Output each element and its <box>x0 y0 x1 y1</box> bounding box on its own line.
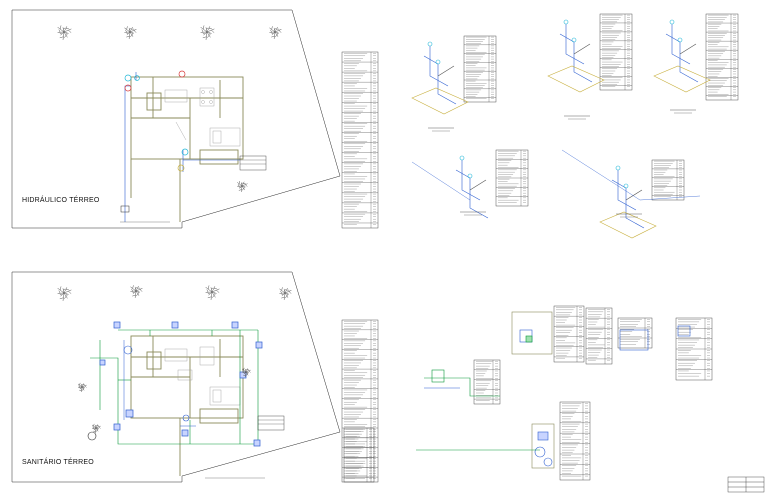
schedule-table <box>464 36 496 102</box>
sanitary-detail <box>586 308 612 364</box>
schedule-table <box>554 306 584 362</box>
title-block <box>728 477 764 492</box>
sanitary-detail <box>474 360 500 404</box>
plan-title-hidraulico: HIDRÁULICO TÉRREO <box>22 197 100 204</box>
schedule-table <box>618 318 652 348</box>
schedule-table <box>342 320 378 482</box>
plan-hidraulico <box>12 10 340 228</box>
tree-symbol <box>269 26 281 39</box>
schedule-table <box>600 14 632 90</box>
schedule-table-hidraulico <box>342 52 378 228</box>
isometric-pipe-view <box>654 14 738 113</box>
tree-symbol <box>78 383 87 392</box>
furniture <box>165 88 240 146</box>
tree-symbol <box>237 181 247 192</box>
isometric-pipe-view <box>412 36 496 131</box>
schedule-table <box>496 150 528 206</box>
water-pipes <box>124 340 196 426</box>
tree-symbol <box>124 26 136 39</box>
schedule-table <box>676 318 712 380</box>
tree-symbol <box>201 25 215 40</box>
plan-title-sanitario: SANITÁRIO TÉRREO <box>22 459 94 466</box>
sanitary-detail <box>618 318 652 348</box>
tree-symbol <box>92 424 101 433</box>
schedule-table <box>474 360 500 404</box>
tree-symbol <box>58 286 72 301</box>
schedule-table <box>344 428 374 482</box>
tree-group <box>58 285 292 433</box>
furniture <box>165 347 240 405</box>
isometric-pipe-view <box>548 14 632 119</box>
isometric-pipe-view <box>600 160 684 238</box>
tree-symbol <box>130 285 142 298</box>
schedule-table <box>342 52 378 228</box>
isometric-pipe-view <box>456 150 528 218</box>
lot-boundary <box>12 10 340 228</box>
iso-guide-lines <box>412 150 700 200</box>
tree-symbol <box>279 287 291 300</box>
sanitary-detail <box>676 318 712 380</box>
isometric-views <box>412 14 738 480</box>
tree-symbol <box>58 25 72 40</box>
sanitary-detail <box>560 402 590 480</box>
schedule-table <box>706 14 738 100</box>
schedule-table <box>560 402 590 480</box>
plan-sanitario <box>12 272 340 482</box>
water-pipes <box>125 72 240 222</box>
inspection-boxes <box>100 322 262 446</box>
schedule-table-sanitario <box>342 320 378 482</box>
tree-symbol <box>206 285 220 300</box>
tree-group <box>58 25 282 192</box>
sanitary-detail <box>554 306 584 362</box>
schedule-table <box>652 160 684 200</box>
schedule-table <box>586 308 612 364</box>
